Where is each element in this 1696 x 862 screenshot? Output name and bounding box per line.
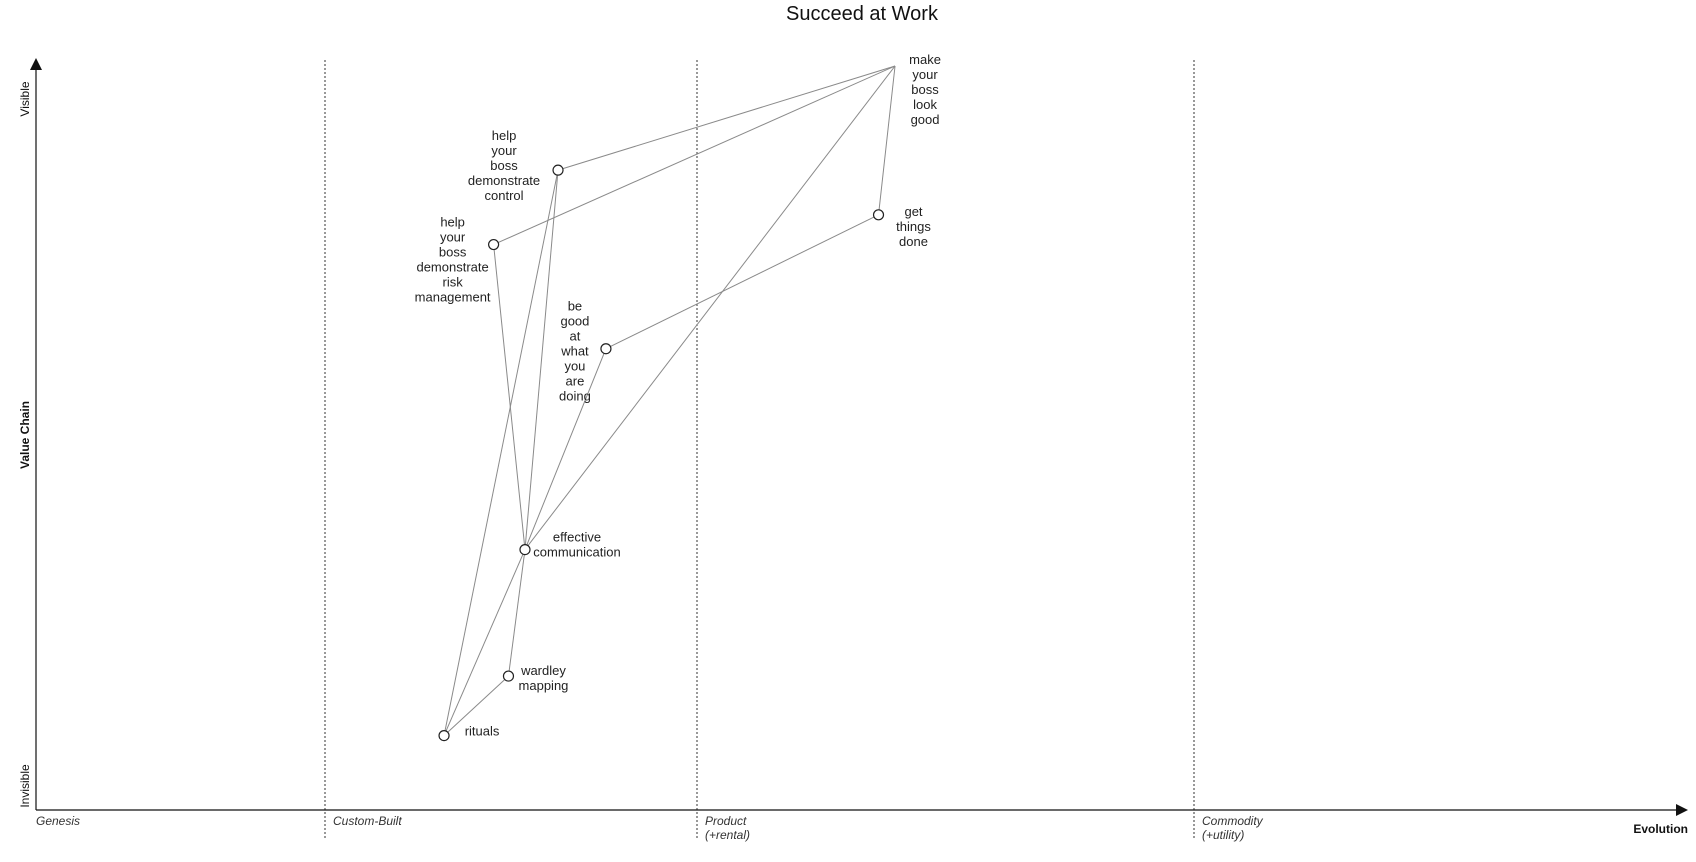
component-label-line: rituals [465, 724, 500, 739]
component-label-line: at [570, 329, 581, 344]
component-label-line: look [913, 97, 937, 112]
component-node-wardley-mapping[interactable] [502, 670, 515, 682]
component-node-get-things-done[interactable] [872, 209, 885, 221]
component-label-line: boss [490, 158, 518, 173]
link-make-boss-look-good-to-help-boss-risk [493, 65, 896, 246]
component-label-line: things [896, 219, 931, 234]
component-rituals[interactable]: rituals [438, 724, 500, 742]
link-effective-communication-to-wardley-mapping [507, 549, 526, 677]
link-help-boss-risk-to-effective-communication [493, 244, 526, 550]
component-node-help-boss-control[interactable] [552, 164, 564, 176]
component-label-rituals: rituals [465, 724, 500, 739]
component-label-line: wardley [520, 663, 566, 678]
component-label-line: good [560, 314, 589, 329]
link-wardley-mapping-to-rituals [443, 675, 509, 736]
component-label-line: mapping [519, 678, 569, 693]
evolution-stage-dividers [324, 60, 1195, 840]
component-label-line: your [440, 230, 466, 245]
component-label-line: help [492, 128, 517, 143]
component-label-line: make [909, 52, 941, 67]
link-be-good-to-effective-communication [524, 348, 607, 550]
component-node-be-good[interactable] [600, 343, 612, 355]
component-label-line: what [560, 344, 589, 359]
axes: Visible Value Chain Invisible Evolution [18, 58, 1688, 836]
component-node-effective-communication[interactable] [519, 543, 531, 556]
stage-label-line: (+utility) [1202, 828, 1244, 842]
x-axis-title: Evolution [1633, 822, 1688, 836]
link-help-boss-control-to-rituals [443, 170, 559, 736]
link-make-boss-look-good-to-effective-communication [524, 65, 896, 550]
component-label-line: help [440, 215, 465, 230]
component-label-line: be [568, 299, 582, 314]
evolution-stage-labels: Genesis Custom-Built Product(+rental) Commo… [36, 814, 1264, 842]
component-node-help-boss-risk[interactable] [488, 238, 500, 251]
component-label-line: are [566, 374, 585, 389]
component-label-line: demonstrate [416, 260, 488, 275]
component-label-line: done [899, 234, 928, 249]
map-title: Succeed at Work [786, 3, 939, 25]
y-axis-arrow-icon [30, 58, 42, 70]
component-label-line: communication [533, 545, 620, 560]
component-node-rituals[interactable] [438, 729, 450, 742]
component-label-line: your [912, 67, 938, 82]
component-label-line: your [491, 143, 517, 158]
component-label-line: doing [559, 389, 591, 404]
component-label-line: boss [911, 82, 939, 97]
component-label-line: good [911, 112, 940, 127]
component-label-line: boss [439, 245, 467, 260]
component-label-line: get [904, 204, 922, 219]
link-get-things-done-to-be-good [605, 214, 879, 350]
component-label-line: risk [442, 275, 463, 290]
component-links [443, 65, 896, 736]
stage-label-line: (+rental) [705, 828, 750, 842]
component-label-line: management [415, 290, 491, 305]
stage-label-0: Genesis [36, 814, 80, 828]
y-axis-invisible-label: Invisible [18, 764, 32, 808]
y-axis-title: Value Chain [18, 401, 32, 469]
y-axis-visible-label: Visible [18, 81, 32, 116]
component-label-line: demonstrate [468, 173, 540, 188]
stage-label-1: Custom-Built [333, 814, 402, 828]
component-label-line: control [485, 188, 524, 203]
stage-label-3: Commodity(+utility) [1202, 814, 1264, 842]
stage-label-line: Product [705, 814, 747, 828]
link-make-boss-look-good-to-get-things-done [878, 65, 896, 215]
stage-label-line: Genesis [36, 814, 80, 828]
stage-label-line: Custom-Built [333, 814, 402, 828]
x-axis-arrow-icon [1676, 804, 1688, 816]
stage-label-2: Product(+rental) [705, 814, 750, 842]
component-label-line: effective [553, 530, 601, 545]
link-help-boss-control-to-effective-communication [524, 170, 559, 550]
link-make-boss-look-good-to-help-boss-control [557, 65, 896, 171]
link-effective-communication-to-rituals [443, 549, 526, 736]
component-label-line: you [564, 359, 585, 374]
stage-label-line: Commodity [1202, 814, 1264, 828]
